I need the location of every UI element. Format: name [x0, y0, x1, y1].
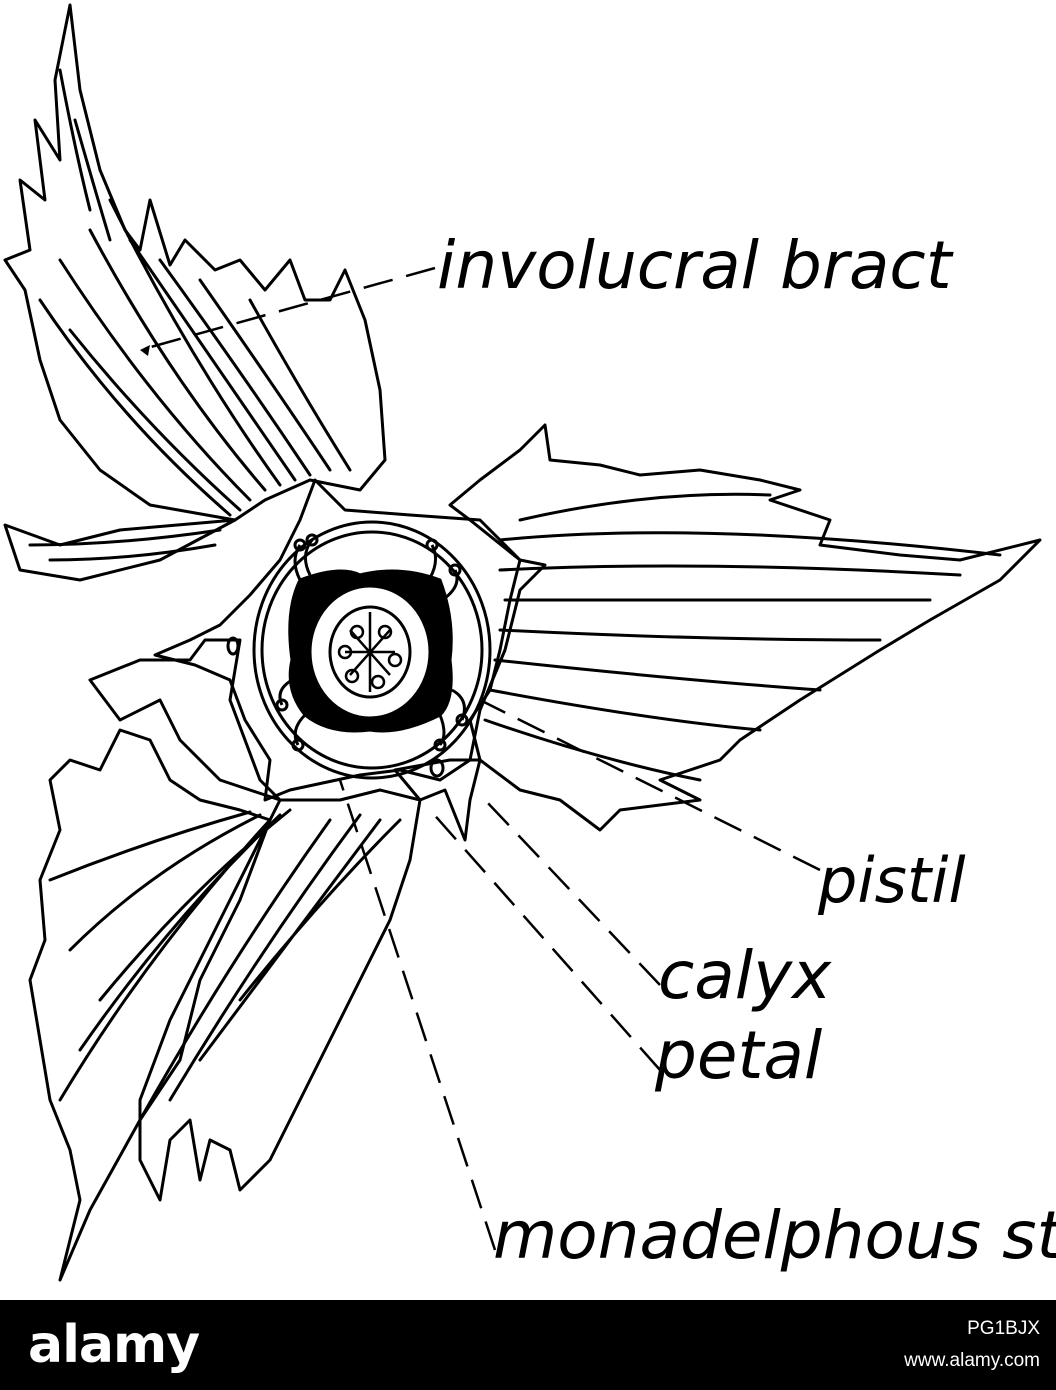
bract-lower — [88, 638, 282, 802]
label-monadelphous-stamen: monadelphous stamen — [493, 1197, 1056, 1274]
label-petal: petal — [654, 1017, 823, 1094]
leader-involucral-bract — [139, 266, 436, 352]
label-involucral-bract: involucral bract — [437, 227, 954, 304]
site-url: www.alamy.com — [904, 1350, 1040, 1371]
watermark-banner: alamy PG1BJX www.alamy.com — [0, 1300, 1056, 1390]
leader-pistil — [479, 698, 821, 872]
leader-petal — [429, 809, 661, 1071]
label-calyx: calyx — [658, 937, 832, 1014]
petal-ring — [252, 520, 492, 780]
svg-text:alamy: alamy — [28, 1315, 199, 1375]
bract-upper-left — [3, 3, 387, 522]
flower-drawing: involucral bract pistil calyx petal mona… — [3, 3, 1056, 1282]
leader-calyx — [484, 799, 661, 986]
label-pistil: pistil — [817, 844, 966, 917]
image-id: PG1BJX — [967, 1318, 1040, 1339]
leader-stamen — [338, 779, 497, 1251]
flower-diagram: involucral bract pistil calyx petal mona… — [3, 3, 1056, 1282]
calyx — [153, 478, 547, 802]
bract-left — [3, 518, 237, 582]
alamy-logo: alamy — [28, 1315, 200, 1375]
bract-right — [448, 423, 1042, 832]
